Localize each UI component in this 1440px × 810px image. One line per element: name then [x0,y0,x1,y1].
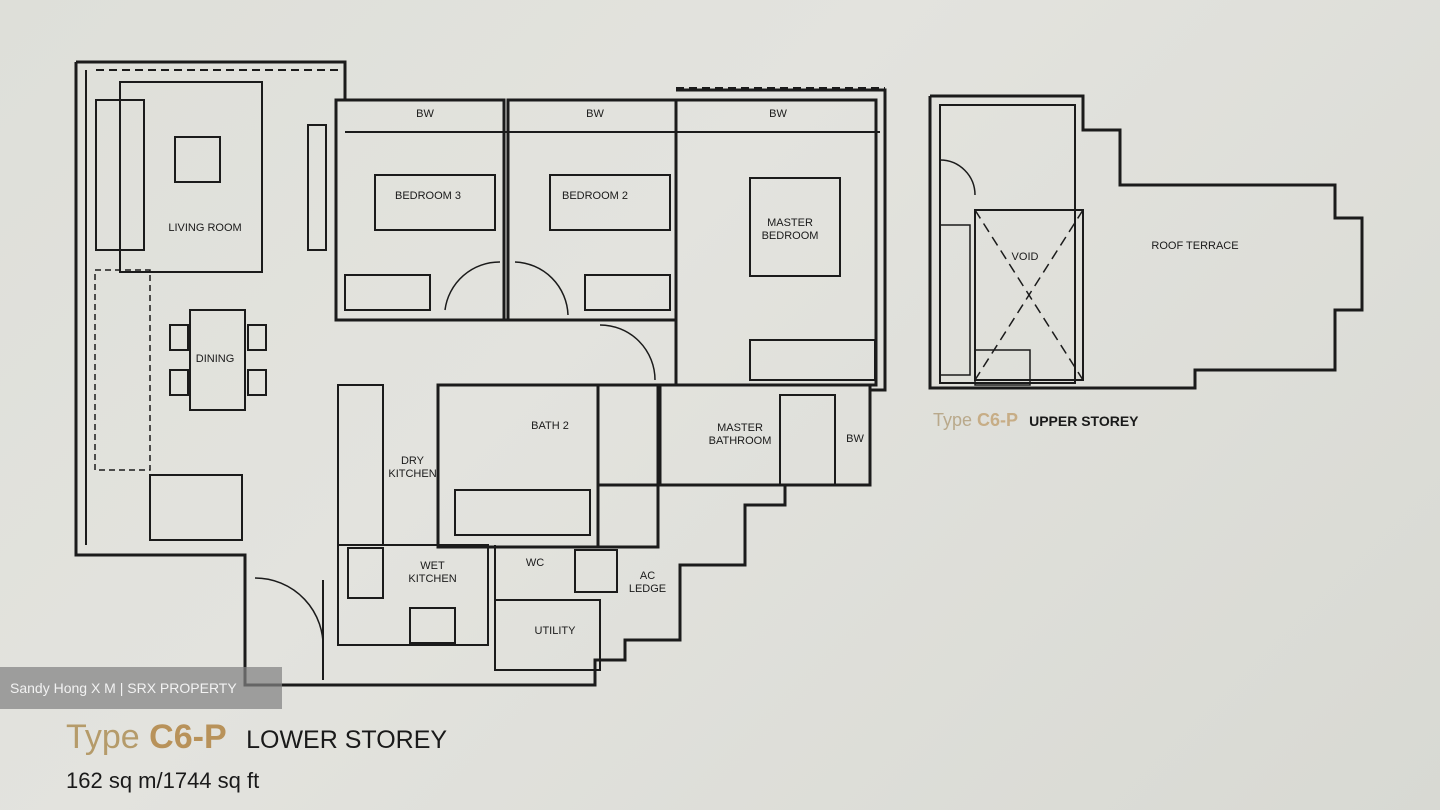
upper-type-code: C6-P [977,410,1019,430]
wc-label: WC [525,557,545,569]
bath-2-label: BATH 2 [531,420,569,432]
watermark: Sandy Hong X M | SRX PROPERTY [0,667,282,709]
void-label: VOID [1011,251,1039,263]
dining-label: DINING [195,353,235,365]
bay-window-label-4: BW [846,433,864,445]
dry-kitchen-label: DRY KITCHEN [388,455,437,480]
bay-window-label-3: BW [769,108,787,120]
lower-storey-title: Type C6-P LOWER STOREY [66,718,447,757]
upper-type-word: Type [933,410,973,430]
ac-ledge-label: AC LEDGE [628,570,667,595]
bay-window-label-1: BW [416,108,434,120]
bedroom-3-label: BEDROOM 3 [394,190,461,202]
master-bedroom-label: MASTER BEDROOM [761,217,819,242]
upper-storey-label: UPPER STOREY [1029,413,1139,429]
lower-storey-label: LOWER STOREY [246,726,448,754]
master-bathroom-label: MASTER BATHROOM [708,422,772,447]
utility-label: UTILITY [534,625,576,637]
unit-area: 162 sq m/1744 sq ft [66,768,260,793]
roof-terrace-label: ROOF TERRACE [1151,240,1239,252]
upper-storey-title: Type C6-P UPPER STOREY [933,410,1139,431]
bay-window-label-2: BW [586,108,604,120]
lower-type-code: C6-P [149,718,227,756]
lower-type-word: Type [66,718,140,756]
living-room-label: LIVING ROOM [168,222,242,234]
wet-kitchen-label: WET KITCHEN [408,560,457,585]
bedroom-2-label: BEDROOM 2 [561,190,628,202]
